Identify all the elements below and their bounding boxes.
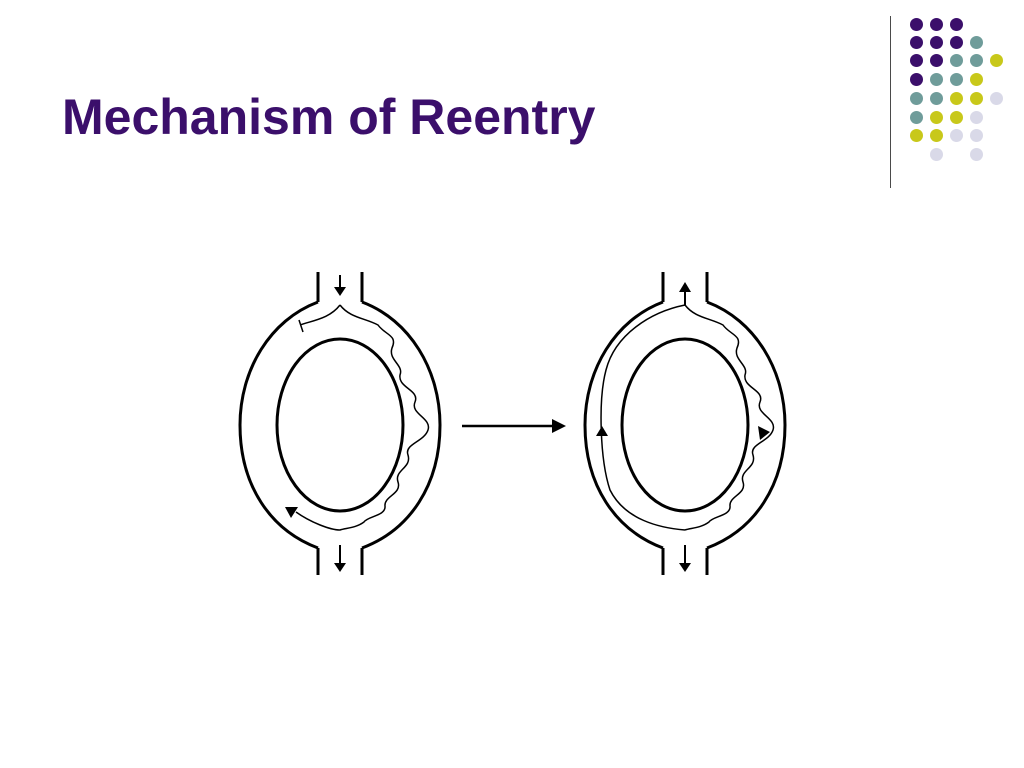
deco-dot — [930, 54, 943, 67]
reentry-circuit-before — [238, 272, 442, 575]
deco-dot — [950, 129, 963, 142]
deco-dot — [930, 73, 943, 86]
lower-stem — [661, 548, 709, 575]
deco-dot — [950, 36, 963, 49]
deco-dot — [990, 92, 1003, 105]
blocked-pathway — [298, 304, 341, 333]
deco-dot — [970, 92, 983, 105]
reentrant-arrowhead — [758, 426, 770, 440]
deco-dot — [950, 54, 963, 67]
slow-conduction-pathway — [295, 304, 430, 531]
inner-ring — [275, 337, 405, 513]
deco-dot — [970, 129, 983, 142]
exit-arrowhead-bottom — [334, 563, 346, 572]
exit-arrowhead-bottom — [679, 563, 691, 572]
deco-dot — [970, 148, 983, 161]
deco-dot — [950, 111, 963, 124]
retrograde-pathway — [600, 304, 686, 531]
title-divider-line — [890, 16, 891, 188]
deco-dot — [970, 111, 983, 124]
outer-ring — [583, 300, 787, 550]
upper-stem — [661, 272, 709, 302]
inner-ring — [620, 337, 750, 513]
deco-dot — [950, 18, 963, 31]
exit-arrowhead-top — [679, 282, 691, 292]
deco-dot — [930, 92, 943, 105]
entry-arrowhead-top — [334, 287, 346, 296]
deco-dot — [910, 54, 923, 67]
deco-dot — [910, 36, 923, 49]
upper-stem — [316, 272, 364, 302]
deco-dot — [930, 129, 943, 142]
retrograde-arrowhead — [596, 426, 608, 436]
deco-dot — [930, 36, 943, 49]
decorative-dot-grid — [906, 14, 1016, 164]
deco-dot — [950, 73, 963, 86]
transition-arrowhead — [552, 419, 566, 433]
reentry-circuit-after — [583, 272, 787, 575]
deco-dot — [950, 92, 963, 105]
deco-dot — [910, 129, 923, 142]
deco-dot — [990, 54, 1003, 67]
deco-dot — [910, 18, 923, 31]
lower-stem — [316, 548, 364, 575]
deco-dot — [910, 92, 923, 105]
deco-dot — [930, 18, 943, 31]
reentrant-pathway — [684, 304, 775, 531]
deco-dot — [930, 148, 943, 161]
outer-ring — [238, 300, 442, 550]
slide-title: Mechanism of Reentry — [62, 89, 596, 145]
retrograde-arrowhead — [285, 507, 298, 518]
deco-dot — [970, 36, 983, 49]
deco-dot — [930, 111, 943, 124]
deco-dot — [970, 54, 983, 67]
deco-dot — [910, 111, 923, 124]
deco-dot — [910, 73, 923, 86]
deco-dot — [970, 73, 983, 86]
